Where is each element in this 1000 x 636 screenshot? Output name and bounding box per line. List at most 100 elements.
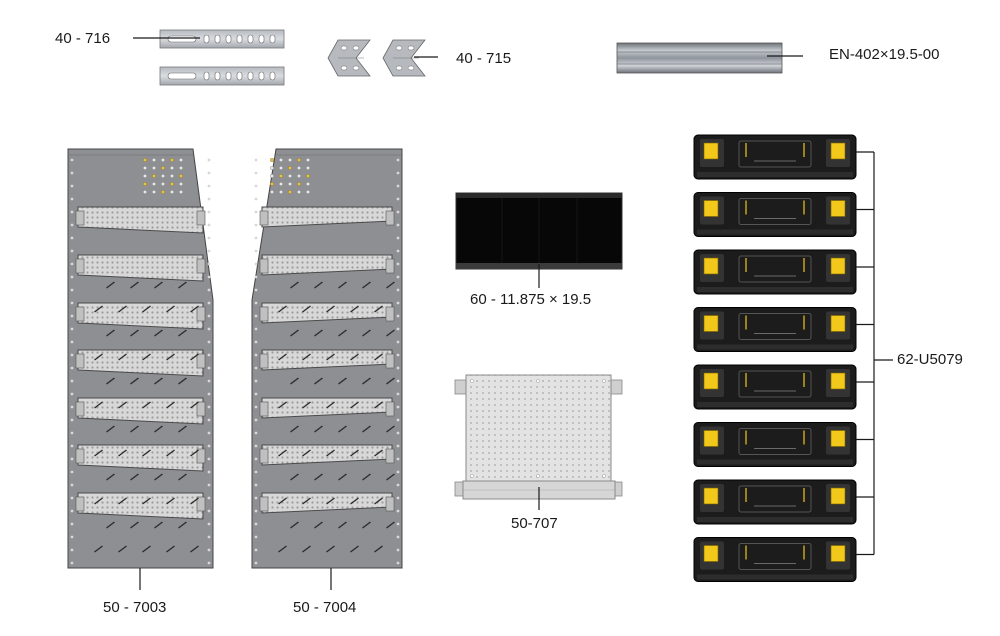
tread-mark xyxy=(178,377,187,385)
tread-mark xyxy=(118,545,127,553)
tread-mark xyxy=(118,353,127,361)
edge-hole xyxy=(396,236,400,240)
mount-hole xyxy=(279,182,283,186)
edge-hole xyxy=(207,197,211,201)
tread-mark xyxy=(190,545,199,553)
edge-hole xyxy=(396,171,400,175)
edge-hole xyxy=(254,548,258,552)
tread-mark xyxy=(338,377,347,385)
slot-hole xyxy=(258,71,265,81)
edge-hole xyxy=(396,327,400,331)
tread-mark xyxy=(350,401,359,409)
slot-hole xyxy=(247,71,254,81)
edge-hole xyxy=(70,158,74,162)
edge-hole xyxy=(254,470,258,474)
tread-mark xyxy=(118,497,127,505)
tread-mark xyxy=(314,329,323,337)
tread-mark xyxy=(362,521,371,529)
tread-mark xyxy=(142,545,151,553)
latch-right xyxy=(830,257,846,275)
edge-hole xyxy=(254,327,258,331)
edge-hole xyxy=(254,171,258,175)
edge-hole xyxy=(207,340,211,344)
mount-hole xyxy=(170,166,174,170)
tread-mark xyxy=(278,449,287,457)
edge-hole xyxy=(70,301,74,305)
mount-hole xyxy=(152,166,156,170)
tread-mark xyxy=(386,329,395,337)
case-handle xyxy=(738,255,812,283)
case-handle xyxy=(738,198,812,225)
part-40-715 xyxy=(327,39,426,77)
tread-mark xyxy=(166,401,175,409)
case-handle xyxy=(738,313,812,340)
tread-mark xyxy=(302,449,311,457)
case-shell xyxy=(693,537,857,582)
tread-mark xyxy=(326,305,335,313)
tread-mark xyxy=(154,521,163,529)
edge-hole xyxy=(396,392,400,396)
edge-hole xyxy=(70,223,74,227)
tread-mark xyxy=(106,473,115,481)
tray-tab-tl xyxy=(454,379,468,395)
edge-hole xyxy=(254,522,258,526)
tread-mark xyxy=(178,329,187,337)
tread-mark xyxy=(326,497,335,505)
tread-mark xyxy=(374,353,383,361)
edge-hole xyxy=(254,314,258,318)
mount-hole xyxy=(179,158,183,162)
tread-mark xyxy=(374,305,383,313)
edge-hole xyxy=(396,405,400,409)
edge-hole xyxy=(207,327,211,331)
edge-hole xyxy=(207,561,211,565)
slot-hole xyxy=(203,71,210,81)
mount-hole xyxy=(161,190,165,194)
edge-hole xyxy=(70,366,74,370)
shelf-tab xyxy=(75,448,85,464)
mount-hole xyxy=(270,190,274,194)
tread-mark xyxy=(190,305,199,313)
tread-mark xyxy=(166,449,175,457)
tread-mark xyxy=(190,401,199,409)
edge-hole xyxy=(70,197,74,201)
tread-mark xyxy=(302,305,311,313)
shelf-tab xyxy=(385,353,395,369)
shelf-tab xyxy=(196,401,206,417)
tread-mark xyxy=(350,305,359,313)
mount-hole xyxy=(297,158,301,162)
tread-mark xyxy=(290,473,299,481)
edge-hole xyxy=(207,470,211,474)
edge-hole xyxy=(207,171,211,175)
tread-mark xyxy=(314,281,323,289)
edge-hole xyxy=(396,223,400,227)
tread-mark xyxy=(278,305,287,313)
angle-bracket xyxy=(327,39,371,77)
case-handle xyxy=(738,543,812,570)
tool-case xyxy=(693,479,857,525)
tread-mark xyxy=(142,401,151,409)
edge-hole xyxy=(396,275,400,279)
mount-hole xyxy=(161,158,165,162)
mount-hole xyxy=(297,182,301,186)
mount-hole xyxy=(288,190,292,194)
edge-hole xyxy=(254,158,258,162)
shelf-tab xyxy=(385,210,395,226)
mount-hole xyxy=(306,158,310,162)
mount-hole xyxy=(161,174,165,178)
tread-mark xyxy=(130,281,139,289)
tread-mark xyxy=(386,281,395,289)
edge-hole xyxy=(207,548,211,552)
slotted-strip-top xyxy=(159,29,285,49)
tread-mark xyxy=(94,305,103,313)
edge-hole xyxy=(70,340,74,344)
edge-hole xyxy=(254,496,258,500)
mount-hole xyxy=(288,182,292,186)
tray-hole xyxy=(602,474,606,478)
edge-hole xyxy=(207,262,211,266)
latch-left xyxy=(703,545,719,562)
mount-hole xyxy=(143,158,147,162)
tread-mark xyxy=(338,521,347,529)
mount-hole xyxy=(143,182,147,186)
shelf-tab xyxy=(75,258,85,274)
edge-hole xyxy=(70,210,74,214)
